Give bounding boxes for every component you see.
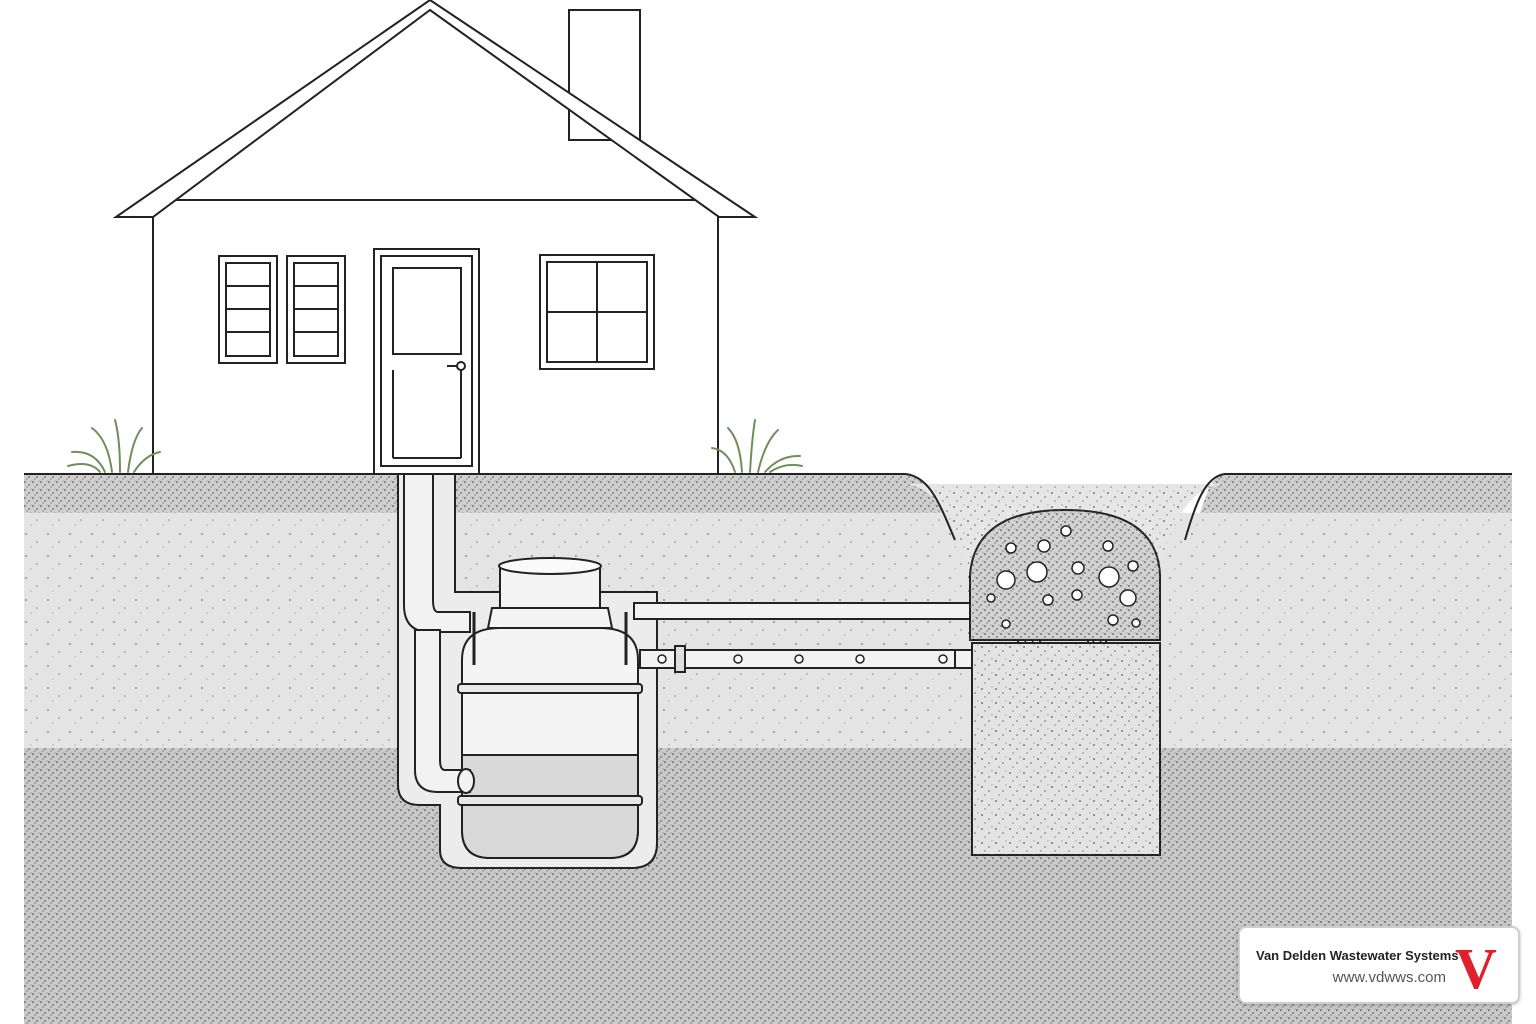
company-website-link[interactable]: www.vdwws.com (1332, 969, 1446, 986)
company-name: Van Delden Wastewater Systems (1256, 948, 1459, 963)
tank-band-upper (457, 683, 643, 694)
gravel-stones (986, 525, 1141, 629)
ground-surface-line (24, 473, 1512, 541)
window-left-2 (286, 255, 346, 364)
tank-liquid (461, 754, 639, 859)
window-left-1 (218, 255, 278, 364)
house (112, 0, 759, 475)
company-badge: Van Delden Wastewater Systems www.vdwws.… (1238, 926, 1520, 1004)
red-v-logo-icon: V (1455, 938, 1497, 994)
tank-lid (498, 557, 602, 575)
house-drain-pipe (403, 473, 471, 633)
ground (24, 473, 1512, 1024)
tank-band-lower (457, 795, 643, 806)
grass-tuft-icon (711, 419, 803, 473)
drain-field (969, 508, 1161, 856)
logo-letter: V (1455, 938, 1497, 994)
grass-tuft-icon (67, 419, 161, 473)
septic-tank (457, 557, 643, 859)
front-door (373, 248, 480, 475)
roof (112, 0, 759, 218)
window-right (539, 254, 655, 370)
